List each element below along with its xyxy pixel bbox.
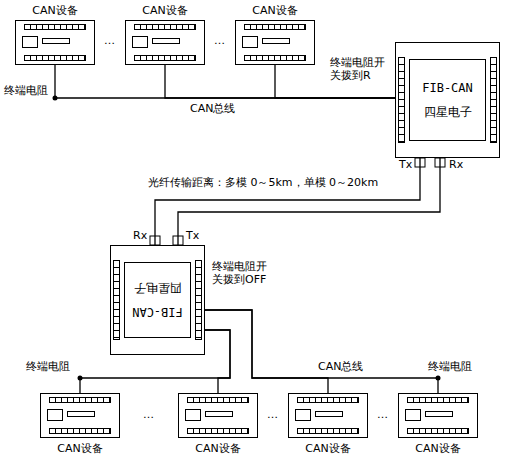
- ellipsis: …: [214, 34, 225, 47]
- terminal-column: [490, 57, 497, 143]
- note-label: CAN总线: [318, 360, 363, 373]
- can-bus-wire: [205, 310, 438, 393]
- device-panel: [42, 38, 70, 44]
- port-name: Tx: [186, 229, 199, 242]
- device-panel: [22, 36, 38, 48]
- fiber-converter-box: FIB-CAN 四星电子: [395, 42, 500, 158]
- note-label: 终端电阻: [26, 360, 70, 373]
- device-name: CAN设备: [169, 442, 267, 455]
- device-panel: [425, 411, 453, 417]
- note-label: 终端电阻开关拨到OFF: [212, 260, 276, 286]
- device-panel: [47, 409, 63, 421]
- device-name: CAN设备: [279, 442, 377, 455]
- can-device-box: CAN设备: [178, 393, 258, 438]
- device-name: CAN设备: [31, 442, 129, 455]
- ellipsis: …: [377, 408, 388, 421]
- device-panel: [152, 38, 180, 44]
- can-bus-wire: [205, 330, 230, 393]
- terminal-row: [187, 397, 249, 403]
- device-panel: [295, 409, 311, 421]
- can-device-box: CAN设备: [398, 393, 478, 438]
- terminal-row: [244, 24, 306, 30]
- port-name: Tx: [399, 158, 412, 171]
- can-device-box: CAN设备: [235, 20, 315, 65]
- fiber-cable: [155, 158, 420, 245]
- terminal-column: [113, 260, 120, 340]
- terminal-row: [187, 428, 249, 434]
- note-label: CAN总线: [190, 102, 235, 115]
- note-label: 光纤传输距离：多模 0～5km，单模 0～20km: [148, 176, 378, 189]
- device-panel: [132, 36, 148, 48]
- device-panel: [242, 36, 258, 48]
- note-label: 终端电阻: [4, 84, 48, 97]
- ellipsis: …: [267, 408, 278, 421]
- can-device-box: CAN设备: [40, 393, 120, 438]
- terminal-row: [297, 397, 359, 403]
- ellipsis: …: [143, 408, 154, 421]
- note-label: 终端电阻: [428, 360, 472, 373]
- terminal-row: [24, 24, 86, 30]
- note-label: 终端电阻开关拨到R: [330, 56, 394, 82]
- port-name: Rx: [133, 229, 147, 242]
- fiber-cable: [178, 158, 440, 245]
- device-panel: [67, 411, 95, 417]
- model-name: FIB-CAN: [422, 81, 473, 95]
- converter-panel: FIB-CAN 四星电子: [409, 59, 486, 141]
- can-device-box: CAN设备: [15, 20, 95, 65]
- ellipsis: …: [104, 34, 115, 47]
- terminal-row: [134, 55, 196, 61]
- device-name: CAN设备: [116, 4, 214, 17]
- can-device-box: CAN设备: [125, 20, 205, 65]
- terminal-row: [24, 55, 86, 61]
- terminal-row: [49, 428, 111, 434]
- terminal-row: [407, 397, 469, 403]
- device-panel: [405, 409, 421, 421]
- terminal-row: [244, 55, 306, 61]
- brand-name: 四星电子: [134, 281, 182, 295]
- terminal-row: [49, 397, 111, 403]
- can-bus-wire: [205, 310, 328, 393]
- port-name: Rx: [449, 158, 463, 171]
- terminal-column: [398, 57, 405, 143]
- device-name: CAN设备: [6, 4, 104, 17]
- model-name: FIB-CAN: [132, 305, 183, 319]
- device-name: CAN设备: [226, 4, 324, 17]
- terminal-row: [407, 428, 469, 434]
- can-device-box: CAN设备: [288, 393, 368, 438]
- brand-name: 四星电子: [424, 105, 472, 119]
- fiber-converter-box: FIB-CAN 四星电子: [110, 245, 205, 355]
- device-panel: [315, 411, 343, 417]
- terminal-row: [134, 24, 196, 30]
- converter-panel: FIB-CAN 四星电子: [124, 262, 191, 338]
- terminal-row: [297, 428, 359, 434]
- device-name: CAN设备: [389, 442, 487, 455]
- device-panel: [185, 409, 201, 421]
- device-panel: [205, 411, 233, 417]
- device-panel: [262, 38, 290, 44]
- terminal-column: [195, 260, 202, 340]
